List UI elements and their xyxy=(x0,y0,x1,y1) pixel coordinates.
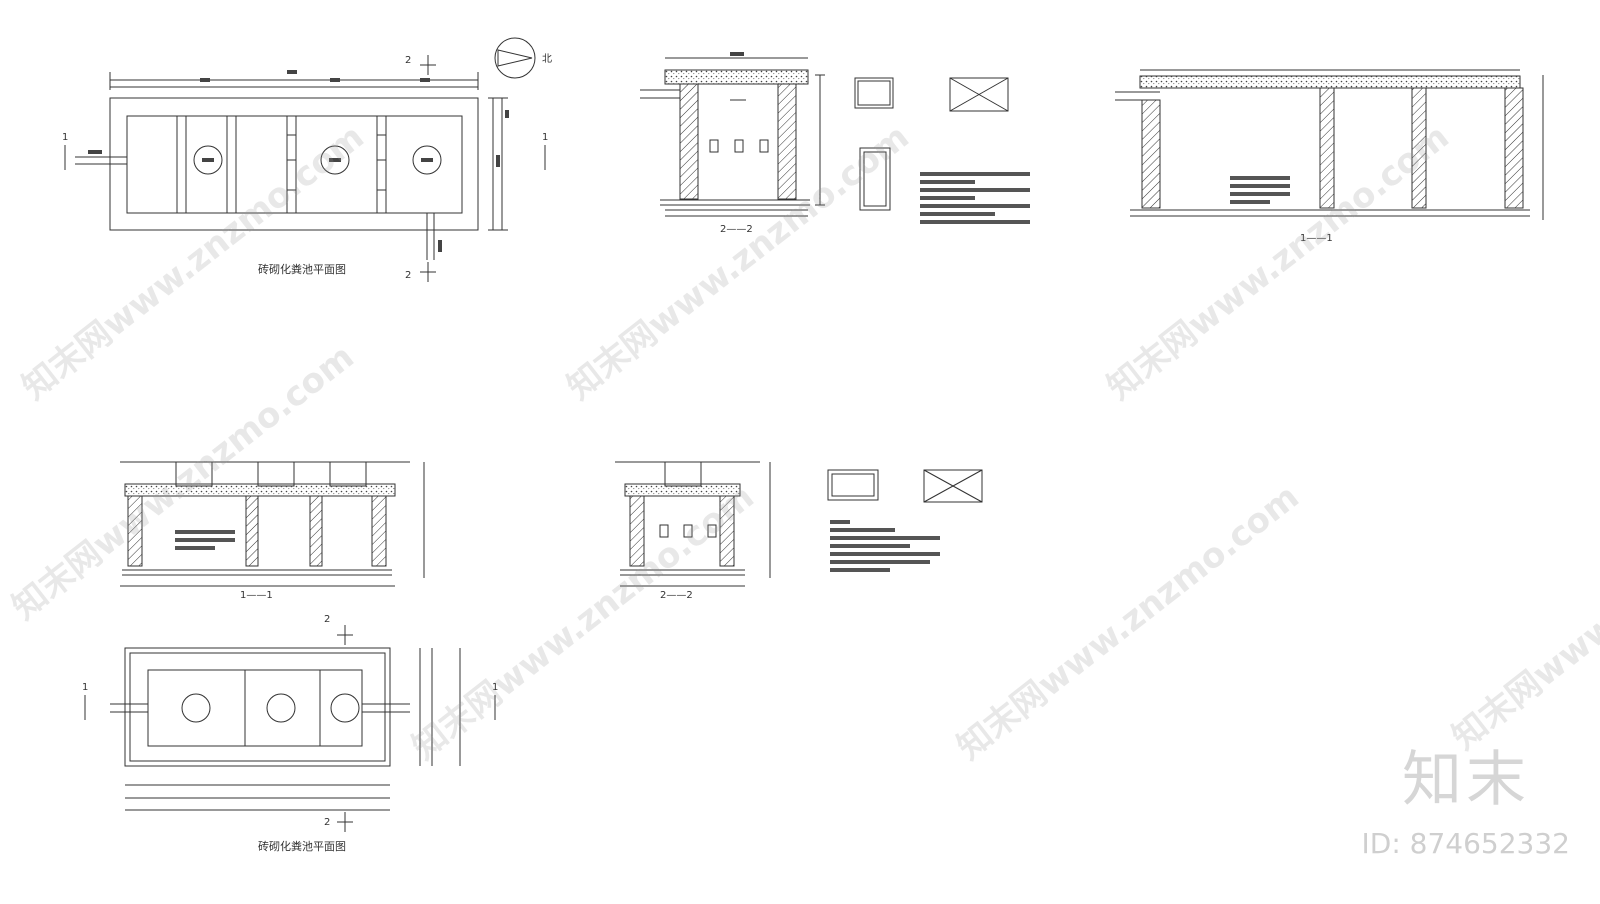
detail-boxes-bottom xyxy=(827,469,983,572)
cut-mark-1-plan2-left: 1 xyxy=(82,682,88,693)
image-id-label: ID: 874652332 xyxy=(1361,827,1570,860)
plan-title-bottom: 砖砌化粪池平面图 xyxy=(258,839,346,853)
section-1-1-bottom xyxy=(120,461,425,587)
section-label-1-1-top: 1——1 xyxy=(1300,233,1333,244)
cut-mark-1-plan2-right: 1 xyxy=(492,682,498,693)
section-2-2-bottom xyxy=(615,461,771,587)
cut-mark-2-bottom-top: 2 xyxy=(405,270,411,281)
section-label-1-1-bottom: 1——1 xyxy=(240,590,273,601)
plan-view-top xyxy=(64,37,546,282)
cut-mark-1-right: 1 xyxy=(542,132,548,143)
section-label-2-2-bottom: 2——2 xyxy=(660,590,693,601)
cut-mark-2-top: 2 xyxy=(405,55,411,66)
detail-boxes-top xyxy=(854,77,1030,224)
plan-view-bottom xyxy=(84,625,496,832)
cut-mark-2-plan2-bottom: 2 xyxy=(324,817,330,828)
section-2-2-top xyxy=(640,52,825,217)
brand-logo: 知末 xyxy=(1402,745,1530,815)
drawing-labels: 砖砌化粪池平面图 砖砌化粪池平面图 2——2 1——1 1——1 2——2 2 … xyxy=(62,53,1333,853)
plan-title-top: 砖砌化粪池平面图 xyxy=(258,262,346,276)
north-label: 北 xyxy=(542,53,552,65)
cut-mark-2-plan2-top: 2 xyxy=(324,614,330,625)
section-1-1-top xyxy=(1115,69,1544,220)
cut-mark-1-left: 1 xyxy=(62,132,68,143)
section-label-2-2-top: 2——2 xyxy=(720,224,753,235)
